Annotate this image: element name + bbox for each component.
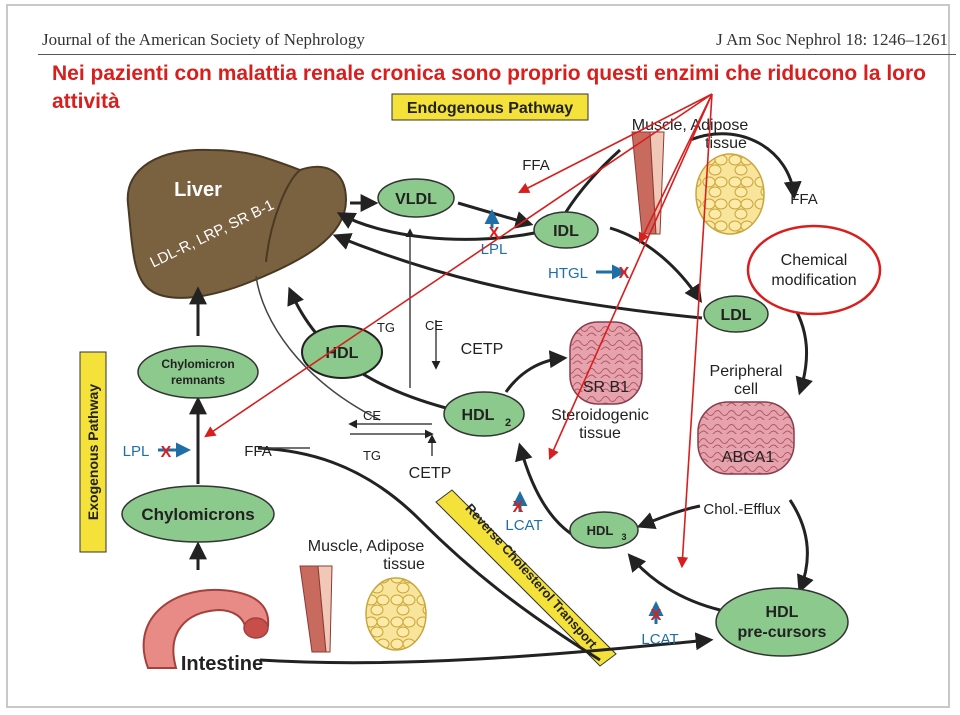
vldl-node: VLDL bbox=[377, 178, 455, 218]
hdl-precursors-node: HDL pre-cursors bbox=[715, 587, 849, 657]
hdl-node: HDL bbox=[301, 325, 383, 379]
x-mark-htgl: X bbox=[619, 265, 630, 282]
intestine-icon bbox=[142, 588, 270, 669]
thin-arrows bbox=[255, 228, 441, 456]
muscle-bottom-label-2: tissue bbox=[383, 556, 425, 573]
chylo-remnants-label-2: remnants bbox=[171, 373, 225, 387]
ce-mid-label: CE bbox=[363, 408, 381, 423]
lpl-left-label: LPL bbox=[123, 443, 150, 460]
hdl3-label: HDL bbox=[587, 523, 614, 538]
vldl-label: VLDL bbox=[395, 191, 437, 208]
abca1-label: ABCA1 bbox=[722, 449, 775, 466]
liver-label: Liver bbox=[174, 179, 222, 201]
hdl3-node: HDL 3 bbox=[569, 511, 639, 549]
x-mark-lpl-top: X bbox=[489, 225, 500, 242]
lcat-bottom-label: LCAT bbox=[641, 631, 678, 648]
ldl-node: LDL bbox=[703, 295, 769, 333]
hdl-precursors-label-1: HDL bbox=[766, 604, 799, 621]
hdl-precursors-label-2: pre-cursors bbox=[738, 624, 827, 641]
lpl-top-label: LPL bbox=[481, 241, 508, 258]
hdl-label: HDL bbox=[326, 345, 359, 362]
chemical-modification-circle bbox=[746, 224, 882, 316]
idl-node: IDL bbox=[533, 211, 599, 249]
muscle-bottom-label-1: Muscle, Adipose bbox=[308, 538, 425, 555]
exogenous-pathway-banner: Exogenous Pathway bbox=[79, 351, 107, 553]
hdl2-label: HDL bbox=[462, 407, 495, 424]
steroidogenic-label-1: Steroidogenic bbox=[551, 407, 649, 424]
muscle-adipose-bottom-icon bbox=[299, 565, 427, 653]
ffa-bottom-label: FFA bbox=[244, 443, 272, 460]
overlay-caption: Nei pazienti con malattia renale cronica… bbox=[52, 62, 927, 113]
muscle-top-label-1: Muscle, Adipose bbox=[632, 117, 749, 134]
hdl3-subscript: 3 bbox=[621, 532, 626, 542]
endogenous-pathway-label: Endogenous Pathway bbox=[407, 100, 573, 117]
x-mark-lpl-left: X bbox=[161, 444, 172, 461]
peripheral-label-2: cell bbox=[734, 381, 758, 398]
muscle-top-label-2: tissue bbox=[705, 135, 747, 152]
ldl-label: LDL bbox=[720, 307, 751, 324]
journal-citation: J Am Soc Nephrol 18: 1246–1261 bbox=[716, 30, 948, 49]
hdl2-subscript: 2 bbox=[505, 417, 511, 429]
x-mark-lcat-mid: X bbox=[513, 499, 524, 516]
ffa-top-label: FFA bbox=[522, 157, 550, 174]
journal-title: Journal of the American Society of Nephr… bbox=[42, 30, 365, 49]
idl-label: IDL bbox=[553, 223, 579, 240]
cetp-mid-label: CETP bbox=[409, 465, 452, 482]
peripheral-cell-icon bbox=[697, 401, 795, 475]
ce-top-label: CE bbox=[425, 318, 443, 333]
chylomicrons-node: Chylomicrons bbox=[121, 485, 275, 543]
cetp-top-label: CETP bbox=[461, 341, 504, 358]
flow-arrows bbox=[189, 132, 814, 665]
tg-mid-label: TG bbox=[363, 448, 381, 463]
slide-frame bbox=[6, 4, 950, 708]
liver-icon bbox=[126, 148, 348, 299]
chemical-label-1: Chemical bbox=[781, 252, 848, 269]
steroidogenic-label-2: tissue bbox=[579, 425, 621, 442]
header-rule bbox=[38, 54, 956, 55]
ffa-right-label: FFA bbox=[790, 191, 818, 208]
chol-efflux-label: Chol.-Efflux bbox=[703, 501, 781, 518]
exogenous-pathway-label: Exogenous Pathway bbox=[85, 384, 101, 520]
chemical-label-2: modification bbox=[771, 272, 856, 289]
chylomicrons-label: Chylomicrons bbox=[141, 505, 254, 524]
lcat-mid-label: LCAT bbox=[505, 517, 542, 534]
hdl2-node: HDL 2 bbox=[443, 391, 525, 437]
x-mark-lcat-bottom: X bbox=[651, 607, 662, 624]
sr-b1-label: SR B1 bbox=[583, 379, 629, 396]
tg-top-label: TG bbox=[377, 320, 395, 335]
chylomicron-remnants-node: Chylomicron remnants bbox=[137, 345, 259, 399]
chylo-remnants-label-1: Chylomicron bbox=[161, 357, 234, 371]
htgl-label: HTGL bbox=[548, 265, 588, 282]
endogenous-pathway-banner: Endogenous Pathway bbox=[391, 93, 589, 121]
intestine-label: Intestine bbox=[181, 653, 263, 675]
annotation-arrows bbox=[204, 93, 713, 569]
steroidogenic-tissue-icon bbox=[569, 321, 643, 405]
peripheral-label-1: Peripheral bbox=[710, 363, 783, 380]
